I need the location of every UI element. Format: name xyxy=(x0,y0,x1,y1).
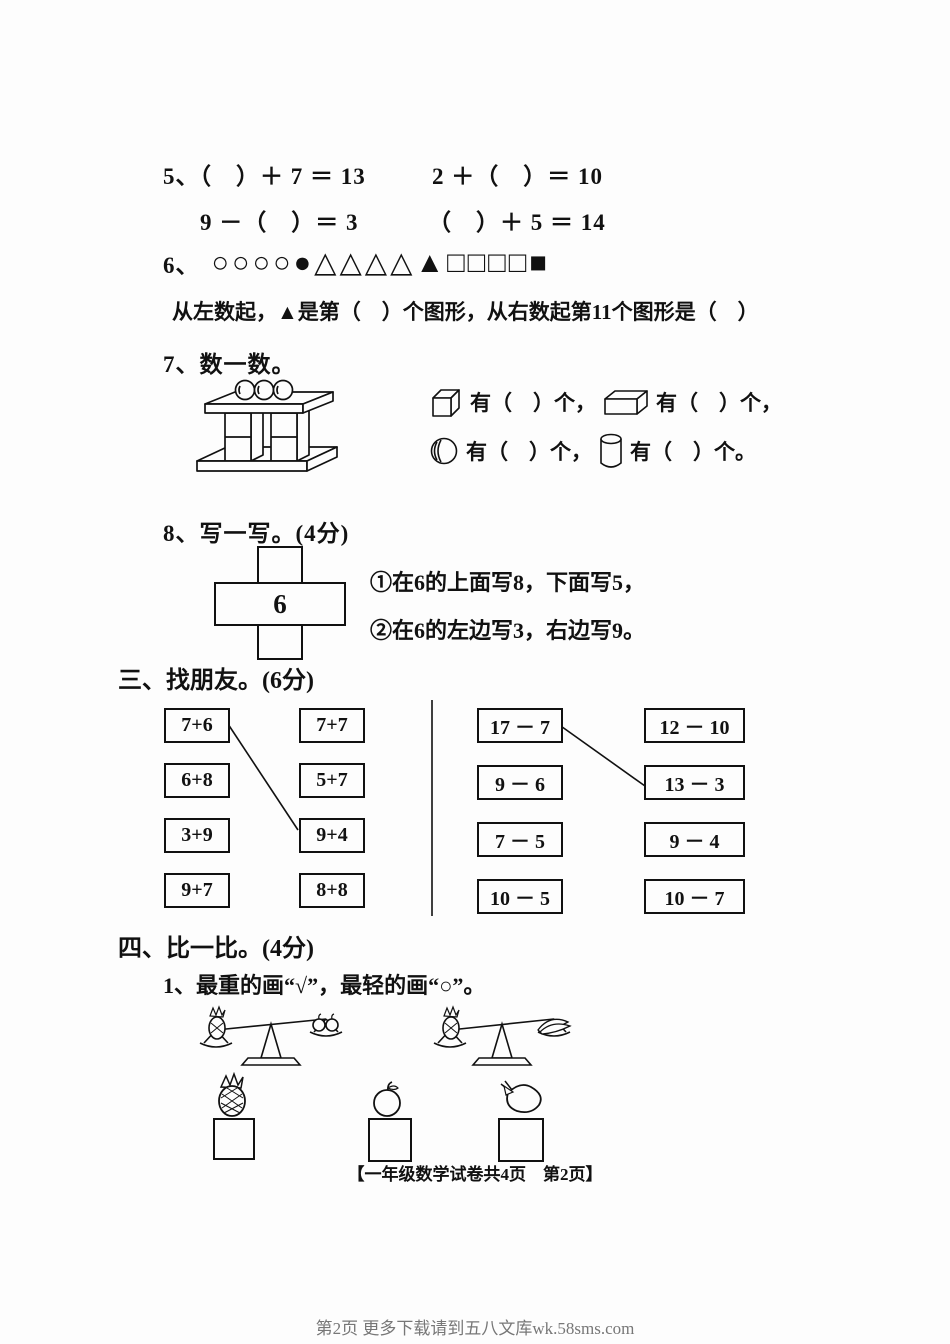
match-box: 10 － 7 xyxy=(644,879,745,914)
match-box: 7+6 xyxy=(164,708,230,743)
match-column-left-a: 7+6 6+8 3+9 9+7 xyxy=(164,708,230,908)
q7-label: 7、数一数。 xyxy=(163,352,296,377)
q5-eq3: 9 －（ ）＝ 3 xyxy=(200,210,359,235)
match-column-right-a: 17 － 7 9 － 6 7 － 5 10 － 5 xyxy=(477,708,563,914)
cross-center-number: 6 xyxy=(273,589,287,619)
circle-shape: ○ xyxy=(273,246,291,279)
match-box: 12 － 10 xyxy=(644,708,745,743)
filled-square-shape: ■ xyxy=(529,246,547,279)
square-shape: □ xyxy=(508,246,527,279)
cuboid-icon xyxy=(604,389,648,415)
q5-eq4: （ ）＋ 5 ＝ 14 xyxy=(428,210,606,235)
q7-cube-text: 有（ ）个， xyxy=(470,391,596,415)
q5-eq1: （ ）＋ 7 ＝ 13 xyxy=(199,164,366,189)
match-box: 10 － 5 xyxy=(477,879,563,914)
pineapple-icon xyxy=(218,1072,246,1117)
triangle-shape: △ xyxy=(339,246,362,279)
match-box: 5+7 xyxy=(299,763,365,798)
circle-shape: ○ xyxy=(232,246,250,279)
q5-label: 5、 xyxy=(163,164,200,189)
q8-label: 8、写一写。(4分) xyxy=(163,521,350,546)
q6-row: 6、 ○ ○ ○ ○ ● △ △ △ △ ▲ □ □ □ □ ■ xyxy=(163,246,547,280)
cylinder-icon xyxy=(600,433,622,468)
match-column-right-b: 12 － 10 13 － 3 9 － 4 10 － 7 xyxy=(644,708,745,914)
q7-cylinder-text: 有（ ）个。 xyxy=(630,440,756,464)
balance-scale-right xyxy=(433,1005,572,1066)
match-box: 9 － 4 xyxy=(644,822,745,857)
section4-title: 四、比一比。(4分) xyxy=(118,936,314,962)
eggplant-icon xyxy=(500,1080,542,1114)
balance-scale-left xyxy=(199,1005,343,1066)
q7-sphere-text: 有（ ）个， xyxy=(466,440,592,464)
q6-label: 6、 xyxy=(163,253,200,278)
match-box: 13 － 3 xyxy=(644,765,745,800)
circle-shape: ○ xyxy=(211,246,230,279)
triangle-shape: △ xyxy=(390,246,413,279)
match-column-left-b: 7+7 5+7 9+4 8+8 xyxy=(299,708,365,908)
match-box: 8+8 xyxy=(299,873,365,908)
apple-icon xyxy=(373,1081,401,1117)
match-lines xyxy=(227,700,646,916)
triangle-shape: △ xyxy=(314,246,337,279)
filled-triangle-shape: ▲ xyxy=(415,246,445,279)
section3-title: 三、找朋友。(6分) xyxy=(118,668,314,694)
q8-line1: ①在6的上面写8，下面写5， xyxy=(370,570,646,595)
square-shape: □ xyxy=(488,246,506,279)
q6-caption: 从左数起，▲是第（ ）个图形，从右数起第11个图形是（ ） xyxy=(172,300,759,324)
page-footer-note: 【一年级数学试卷共4页 第2页】 xyxy=(347,1165,603,1184)
match-box: 9 － 6 xyxy=(477,765,563,800)
match-box: 7+7 xyxy=(299,708,365,743)
section4-subtitle: 1、最重的画“√”，最轻的画“○”。 xyxy=(163,973,486,998)
shape-sequence: ○ ○ ○ ○ ● △ △ △ △ ▲ □ □ □ □ ■ xyxy=(211,246,547,279)
match-box: 7 － 5 xyxy=(477,822,563,857)
triangle-shape: △ xyxy=(364,246,388,279)
blocks-figure xyxy=(196,379,338,472)
square-shape: □ xyxy=(467,246,486,279)
circle-shape: ○ xyxy=(252,246,271,279)
match-box: 9+4 xyxy=(299,818,365,853)
answer-box-apple xyxy=(368,1118,412,1162)
square-shape: □ xyxy=(447,246,465,279)
cube-icon xyxy=(432,389,460,417)
q5-eq2: 2 ＋（ ）＝ 10 xyxy=(432,164,603,189)
match-box: 6+8 xyxy=(164,763,230,798)
answer-box-pineapple xyxy=(213,1118,255,1160)
q5-row1: 5、（ ）＋ 7 ＝ 13 xyxy=(163,157,366,191)
sphere-icon xyxy=(430,437,458,465)
q8-line2: ②在6的左边写3，右边写9。 xyxy=(370,618,646,643)
match-box: 17 － 7 xyxy=(477,708,563,743)
cross-grid: 6 xyxy=(214,546,346,660)
q7-cuboid-text: 有（ ）个， xyxy=(656,391,782,415)
q7-line2: 有（ ）个， 有（ ）个。 xyxy=(428,432,756,470)
answer-box-eggplant xyxy=(498,1118,544,1162)
match-box: 3+9 xyxy=(164,818,230,853)
filled-circle-shape: ● xyxy=(293,246,312,279)
q7-line1: 有（ ）个， 有（ ）个， xyxy=(428,386,782,418)
site-watermark: 第2页 更多下载请到五八文库wk.58sms.com xyxy=(315,1319,635,1338)
match-box: 9+7 xyxy=(164,873,230,908)
